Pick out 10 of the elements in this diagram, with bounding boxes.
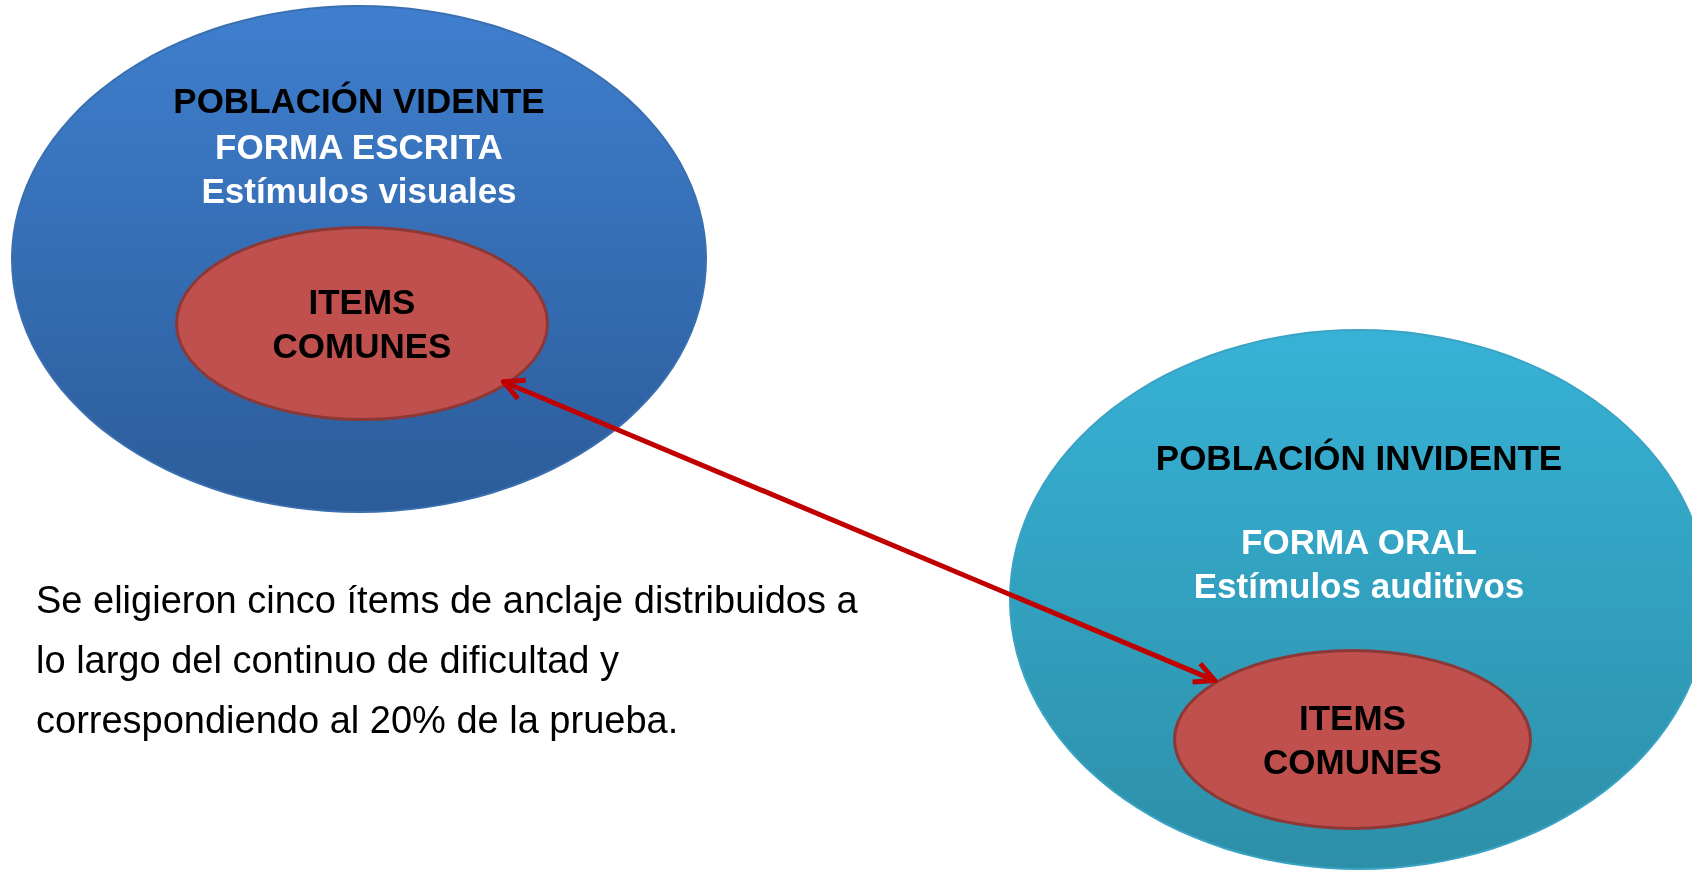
description-paragraph: Se eligieron cinco ítems de anclaje distribuidos a lo largo del continuo de dificultad y correspondiendo al 20% de la prueba. — [36, 578, 859, 743]
ellipse-subtext: Estímulos visuales — [201, 169, 517, 212]
ellipse-heading: POBLACIÓN VIDENTE — [173, 80, 545, 122]
ellipse-subtext: FORMA ESCRITA — [215, 125, 503, 168]
ellipse-label: ITEMS COMUNES — [271, 280, 453, 367]
ellipse-heading: POBLACIÓN INVIDENTE — [1155, 437, 1563, 479]
ellipse-subtext: Estímulos auditivos — [1193, 564, 1525, 607]
ellipse-subtext: FORMA ORAL — [1241, 520, 1477, 563]
ellipse-label: ITEMS COMUNES — [1262, 696, 1443, 783]
double-arrow — [500, 377, 1218, 685]
